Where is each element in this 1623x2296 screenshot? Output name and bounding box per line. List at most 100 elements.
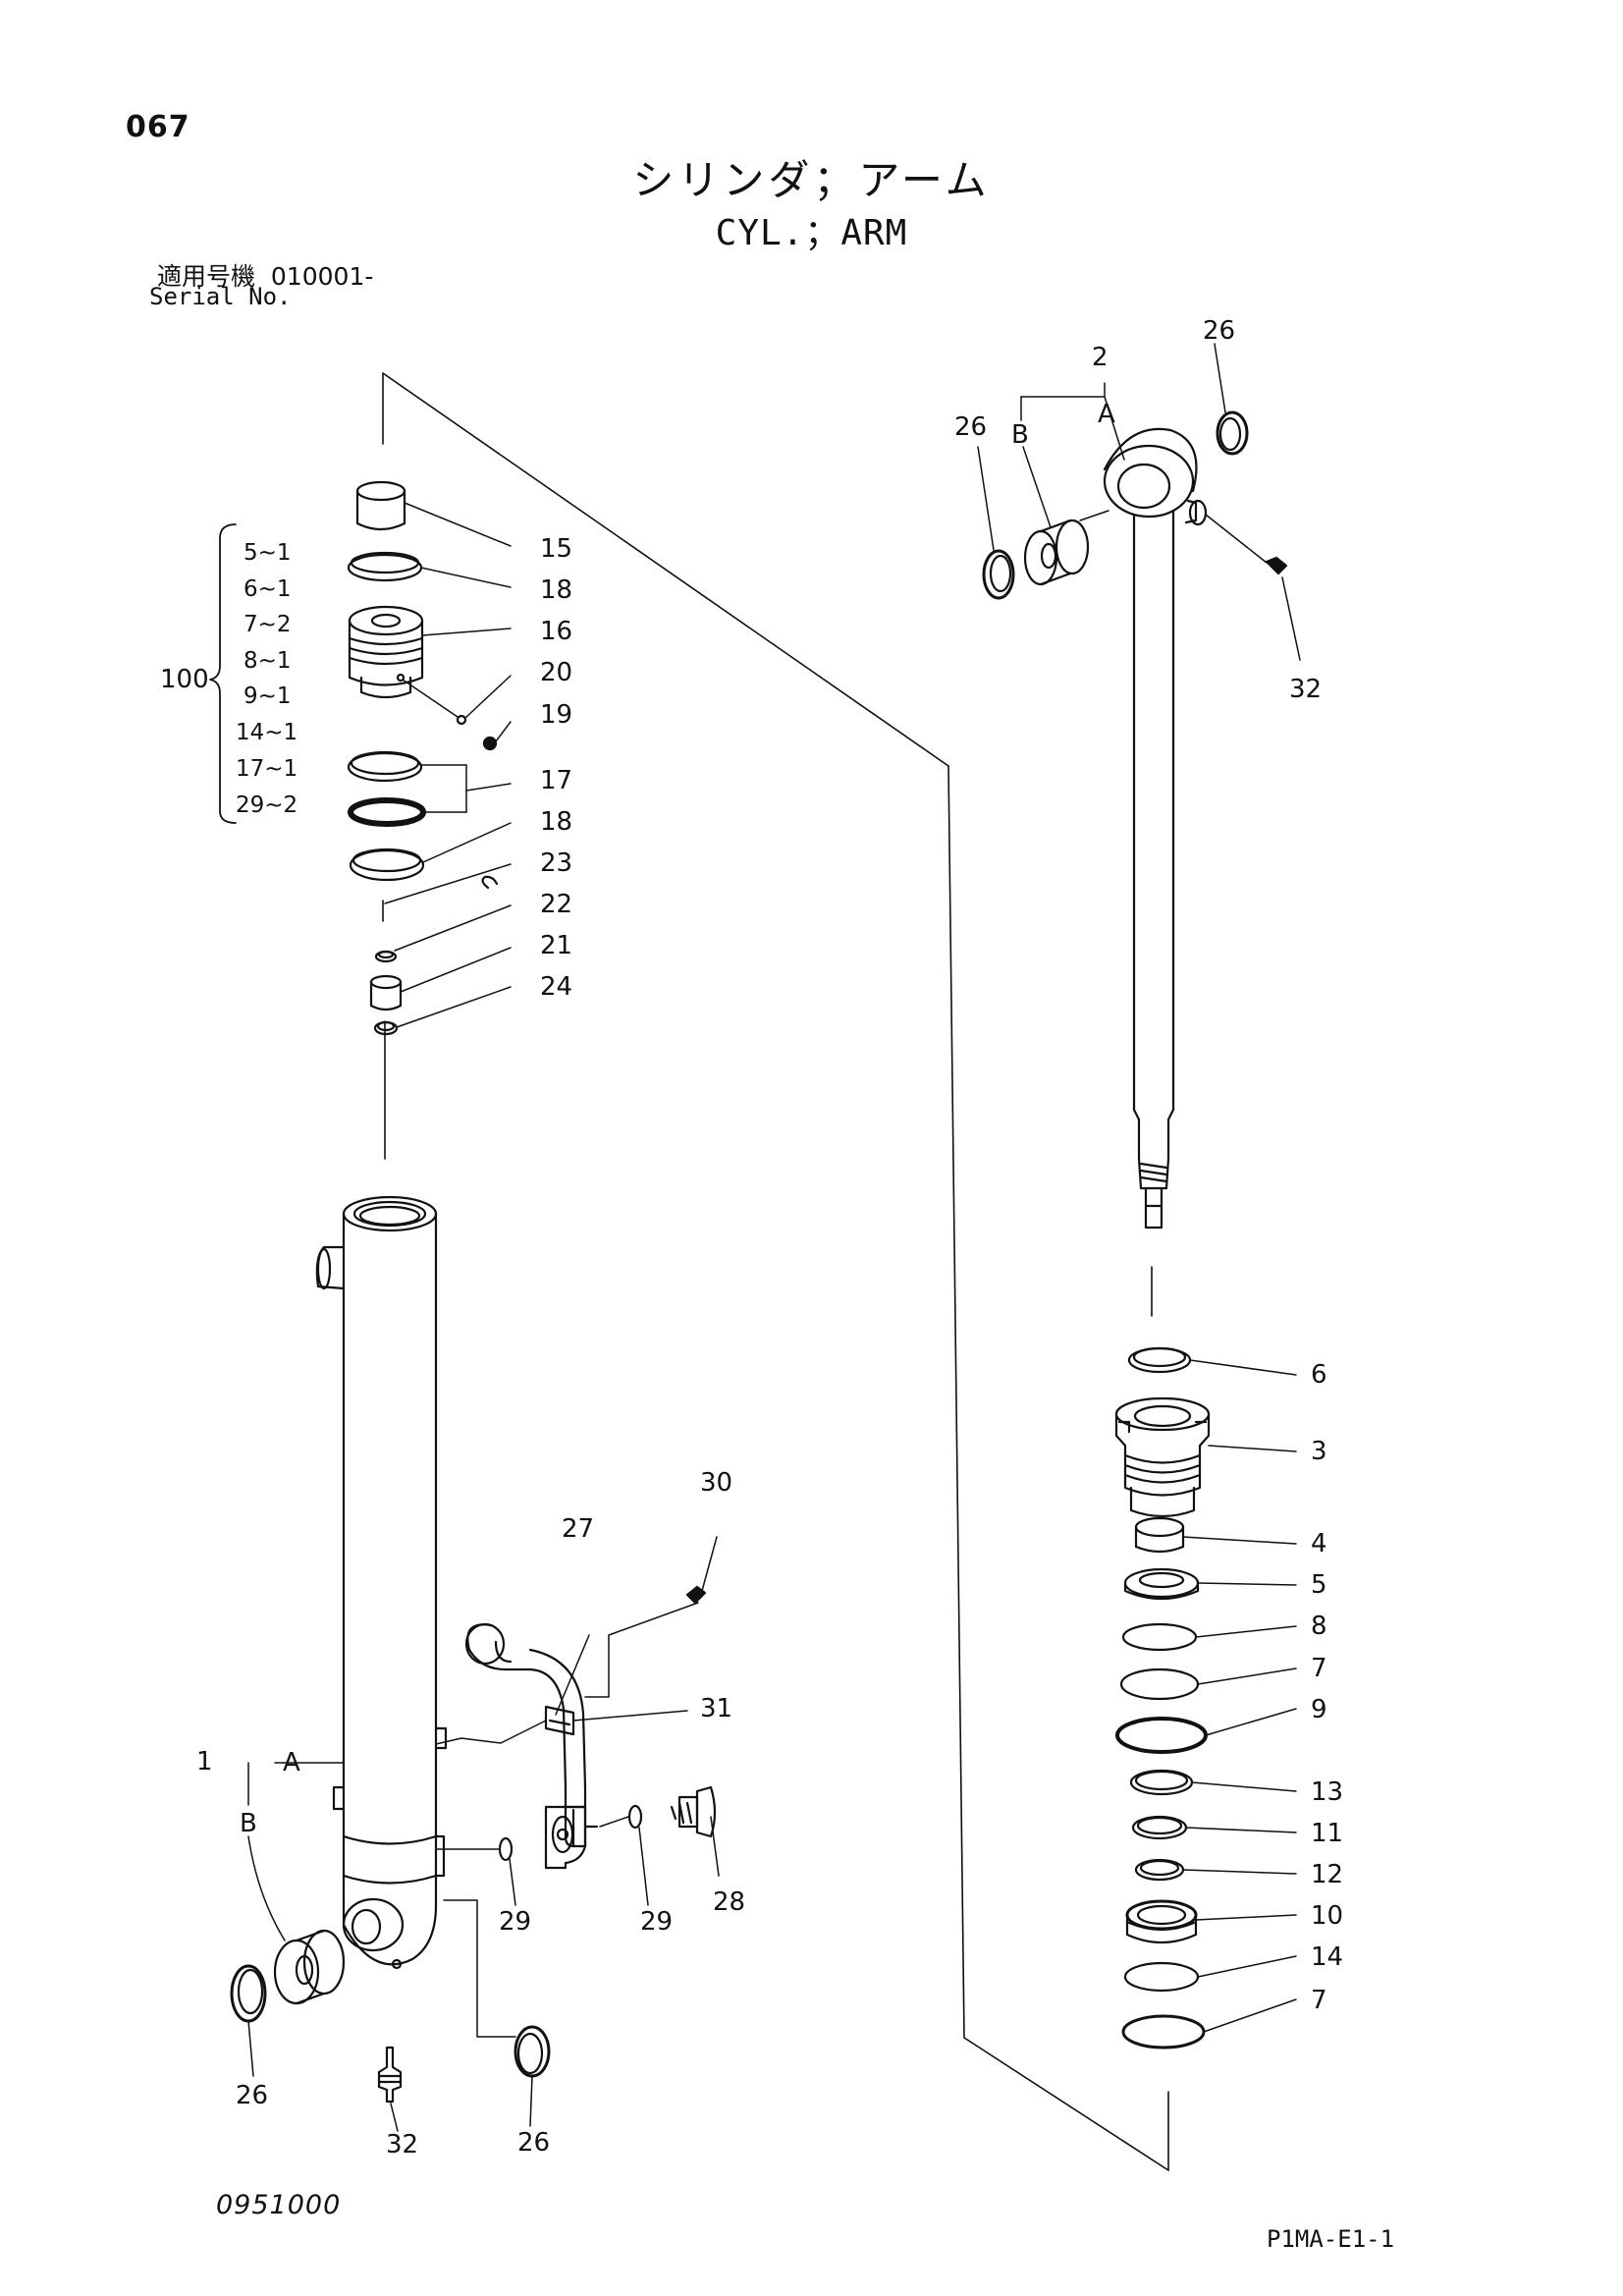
- leader-lines-left-lower: [247, 1536, 720, 2132]
- bushing-15: [355, 480, 406, 531]
- footer-code-right: P1MA-E1-1: [1267, 2225, 1395, 2253]
- label-8: 8: [1311, 1612, 1327, 1641]
- label-13: 13: [1311, 1777, 1343, 1807]
- label-a-rod: A: [1098, 400, 1115, 429]
- label-28: 28: [713, 1887, 745, 1917]
- snap-ring-26-br: [514, 2025, 551, 2078]
- kit-brace: [209, 523, 237, 824]
- nut-10: [1125, 1899, 1198, 1944]
- seal-5: [1123, 1567, 1200, 1601]
- serial-value: 010001-: [270, 262, 374, 291]
- kit-item: 7~2: [243, 612, 292, 637]
- serial-label-en: Serial No.: [149, 283, 292, 310]
- cylinder-tube-1: [315, 1195, 448, 1970]
- ring-18-lower: [349, 847, 425, 882]
- assembly-guide-lines: [382, 372, 1169, 2171]
- footer-code-left: 0951000: [216, 2190, 342, 2220]
- label-26: 26: [517, 2128, 550, 2158]
- label-6: 6: [1311, 1360, 1327, 1390]
- kit-item: 6~1: [243, 576, 292, 602]
- label-b-rod: B: [1011, 420, 1029, 450]
- label-12: 12: [1311, 1860, 1343, 1889]
- snap-ring-26-tr: [1216, 410, 1249, 456]
- label-30: 30: [700, 1468, 732, 1498]
- kit-item: 17~1: [236, 756, 298, 782]
- set-screw-19: [482, 736, 498, 751]
- label-22: 22: [540, 890, 572, 919]
- ring-8: [1121, 1622, 1198, 1652]
- serial-line: 適用号機 010001-: [157, 257, 373, 293]
- bushing-rod-side: [1023, 519, 1090, 586]
- label-3: 3: [1311, 1437, 1327, 1466]
- label-26: 26: [236, 2081, 268, 2110]
- leader-lines-right-upper: [977, 343, 1301, 661]
- kit-item: 29~2: [236, 793, 298, 818]
- seal-17: [347, 750, 426, 827]
- label-21: 21: [540, 931, 572, 960]
- pipe-27: [464, 1622, 599, 1870]
- label-20: 20: [540, 658, 572, 687]
- label-31: 31: [700, 1694, 732, 1723]
- o-ring-29-left: [498, 1836, 514, 1862]
- kit-item: 5~1: [243, 540, 292, 566]
- ring-7-upper: [1119, 1667, 1200, 1701]
- label-rod-group: 2: [1092, 343, 1109, 372]
- label-16: 16: [540, 617, 572, 646]
- kit-item: 14~1: [236, 720, 298, 745]
- cover-3: [1114, 1396, 1211, 1518]
- grease-fitting-32-bottom: [377, 2046, 403, 2104]
- label-27: 27: [562, 1514, 594, 1544]
- serial-label-jp: 適用号機: [157, 262, 256, 291]
- ring-18-upper: [347, 551, 423, 582]
- label-26: 26: [1203, 316, 1235, 346]
- label-19: 19: [540, 700, 572, 730]
- leader-lines-right-lower: [1182, 1359, 1297, 2033]
- label-24: 24: [540, 972, 572, 1002]
- label-15: 15: [540, 534, 572, 564]
- snap-ring-26-tl: [982, 549, 1015, 600]
- label-23: 23: [540, 848, 572, 878]
- snap-ring-26-bl: [230, 1964, 267, 2023]
- piston-rod-2: [1103, 427, 1208, 1230]
- kit-item: 8~1: [243, 648, 292, 674]
- plug-28: [670, 1785, 717, 1838]
- ring-24: [373, 1020, 399, 1036]
- ring-14: [1123, 1961, 1200, 1993]
- ring-7-lower: [1121, 2014, 1206, 2050]
- label-b-tube: B: [240, 1809, 257, 1838]
- title-japanese: シリンダ；アーム: [632, 156, 991, 204]
- leader-lines-left-upper: [384, 502, 512, 1028]
- label-18: 18: [540, 807, 572, 837]
- label-32: 32: [1289, 675, 1322, 704]
- label-32: 32: [386, 2130, 418, 2159]
- label-26: 26: [954, 412, 987, 442]
- label-7: 7: [1311, 1986, 1327, 2015]
- kit-item: 9~1: [243, 683, 292, 709]
- label-11: 11: [1311, 1819, 1343, 1848]
- nut-21: [369, 974, 403, 1011]
- label-29: 29: [640, 1907, 673, 1937]
- bushing-4: [1134, 1516, 1185, 1554]
- label-10: 10: [1311, 1901, 1343, 1931]
- seal-6: [1127, 1346, 1192, 1374]
- title-english: CYL.；ARM: [715, 213, 908, 253]
- ring-9: [1115, 1717, 1208, 1754]
- label-29: 29: [499, 1907, 531, 1937]
- o-ring-29-right: [627, 1804, 643, 1830]
- bushing-tube-side: [273, 1929, 346, 2005]
- label-18: 18: [540, 575, 572, 605]
- ring-11: [1131, 1815, 1188, 1840]
- ring-12: [1134, 1858, 1185, 1882]
- clamp-31: [544, 1705, 575, 1736]
- rod-cover-16: [348, 605, 424, 699]
- grease-fitting-32-right: [1265, 556, 1288, 575]
- plug-30: [685, 1585, 707, 1605]
- kit-number: 100: [160, 665, 209, 694]
- ball-20: [456, 714, 467, 726]
- label-9: 9: [1311, 1695, 1327, 1724]
- label-14: 14: [1311, 1942, 1343, 1972]
- label-5: 5: [1311, 1570, 1327, 1600]
- label-4: 4: [1311, 1529, 1327, 1558]
- ring-22: [374, 950, 398, 963]
